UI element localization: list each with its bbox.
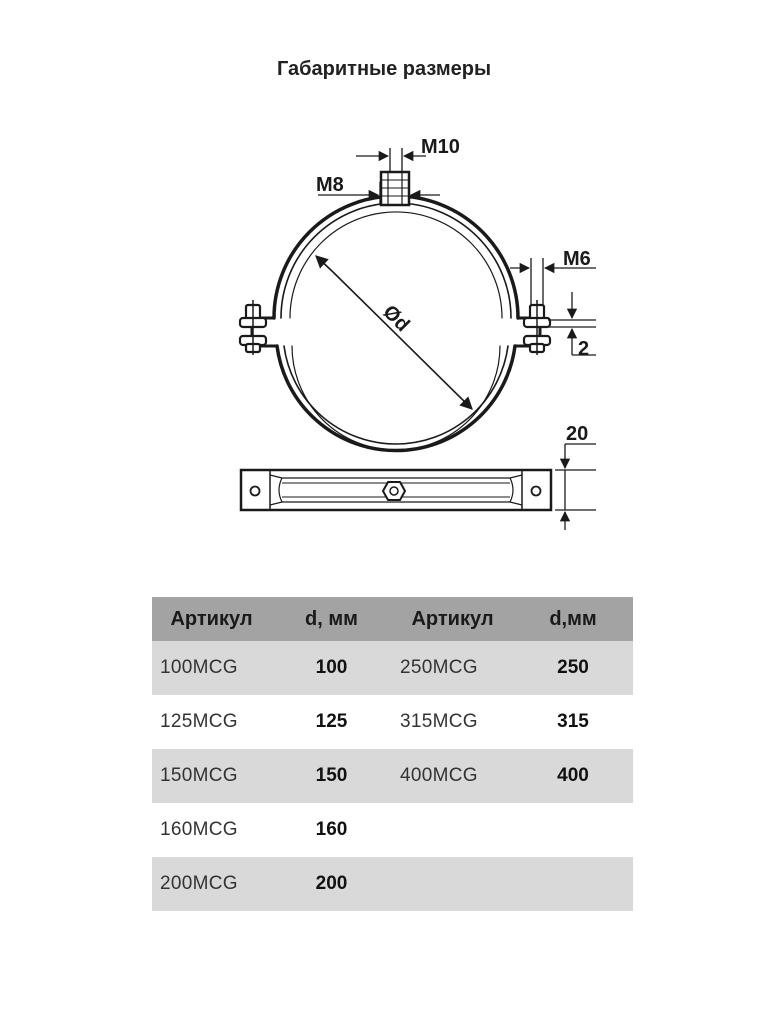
- label-m10: M10: [421, 136, 460, 158]
- header-article-1: Артикул: [152, 597, 271, 641]
- cell-diameter: 250: [513, 641, 633, 695]
- cell-article: 250MCG: [392, 641, 513, 695]
- page-title: Габаритные размеры: [276, 58, 492, 80]
- cell-diameter: 315: [557, 711, 589, 732]
- dim-diameter: [315, 255, 473, 410]
- cell-article: 315MCG: [400, 711, 478, 732]
- table-row: 200MCG 200: [152, 857, 633, 911]
- table-header-row: Артикул d, мм Артикул d,мм: [152, 597, 633, 641]
- cell-diameter: 125: [315, 711, 348, 732]
- cell-article: 400MCG: [392, 749, 513, 803]
- dim-m10: [356, 148, 426, 172]
- cell-article: 160MCG: [160, 819, 238, 840]
- cell-diameter: [513, 803, 633, 857]
- cell-article: 100MCG: [152, 641, 271, 695]
- right-ear-bolt: [515, 300, 552, 355]
- cell-diameter: 160: [315, 819, 348, 840]
- table-row: 100MCG 100 250MCG 250: [152, 641, 633, 695]
- top-nut: [379, 170, 411, 207]
- table-row: 125MCG 125 315MCG 315: [152, 695, 633, 749]
- cell-article: 150MCG: [152, 749, 271, 803]
- band-side-view: [239, 468, 553, 512]
- cell-diameter: 100: [271, 641, 392, 695]
- dim-gap: [548, 292, 596, 356]
- table-row: 160MCG 160: [152, 803, 633, 857]
- size-table: Артикул d, мм Артикул d,мм 100MCG 100 25…: [152, 597, 633, 911]
- left-ear-bolt: [238, 300, 277, 355]
- cell-article: 200MCG: [152, 857, 271, 911]
- table-row: 150MCG 150 400MCG 400: [152, 749, 633, 803]
- clamp-drawing: M10 M8 M6 2 Ød: [238, 136, 596, 530]
- cell-diameter: 400: [513, 749, 633, 803]
- cell-diameter: 150: [271, 749, 392, 803]
- label-m8: M8: [316, 174, 344, 196]
- header-diameter-2: d,мм: [513, 597, 633, 641]
- header-article-2: Артикул: [392, 597, 513, 641]
- dim-m8: [318, 182, 440, 205]
- label-width: 20: [566, 423, 588, 445]
- header-diameter-1: d, мм: [271, 597, 392, 641]
- cell-diameter: 200: [271, 857, 392, 911]
- label-diameter: Ød: [378, 301, 413, 336]
- cell-article: [392, 857, 513, 911]
- cell-diameter: [513, 857, 633, 911]
- cell-article: 125MCG: [160, 711, 238, 732]
- label-gap: 2: [578, 338, 589, 360]
- dim-m6: [510, 258, 596, 305]
- dim-width: [555, 443, 596, 530]
- cell-article: [392, 803, 513, 857]
- label-m6: M6: [563, 248, 591, 270]
